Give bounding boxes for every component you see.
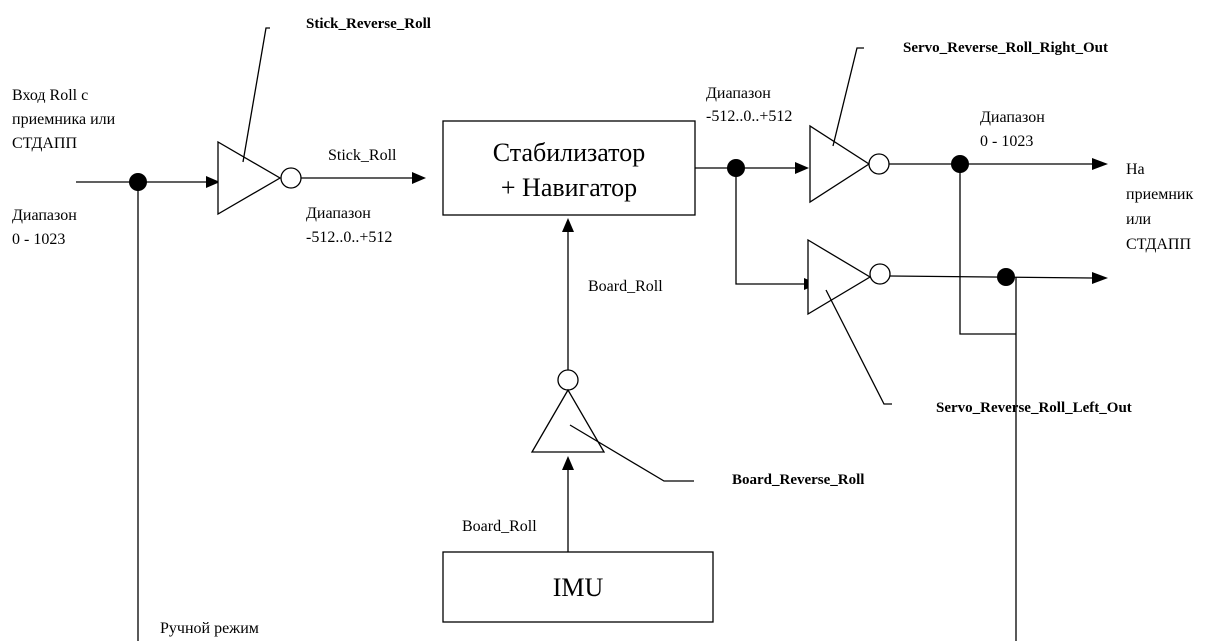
out2-range-line2: 0 - 1023 bbox=[980, 133, 1033, 150]
input-range-line2: 0 - 1023 bbox=[12, 231, 65, 248]
servo-left-inverter bbox=[807, 238, 872, 316]
servo-right-leader bbox=[832, 47, 864, 147]
board-roll-lower-label: Board_Roll bbox=[462, 518, 537, 535]
input-label-line2: приемника или bbox=[12, 111, 116, 128]
servo-right-inverter-bubble bbox=[868, 153, 890, 175]
stick-roll-arrow bbox=[412, 172, 426, 184]
input-arrow bbox=[206, 176, 220, 188]
stick-reverse-leader bbox=[242, 27, 270, 163]
board-roll-upper-arrow bbox=[562, 218, 574, 232]
manual-mode-label: Ручной режим bbox=[160, 620, 259, 637]
stabilizer-label-line2: + Навигатор bbox=[501, 173, 637, 202]
stabilizer-navigator-box bbox=[442, 120, 696, 216]
output-label-line1: На bbox=[1126, 161, 1145, 178]
board-reverse-leader bbox=[569, 424, 694, 482]
right-output-arrow bbox=[1092, 158, 1108, 170]
out1-range-line2: -512..0..+512 bbox=[706, 108, 792, 125]
servo-right-inverter bbox=[809, 124, 871, 204]
imu-box bbox=[442, 551, 714, 623]
left-output-arrow bbox=[1092, 272, 1108, 284]
stick-roll-label: Stick_Roll bbox=[328, 147, 397, 164]
out2-range-line1: Диапазон bbox=[980, 109, 1045, 126]
servo-left-label: Servo_Reverse_Roll_Left_Out bbox=[936, 400, 1132, 416]
servo-left-leader bbox=[825, 289, 892, 405]
output-label-line2: приемник bbox=[1126, 186, 1193, 203]
stick-range-line1: Диапазон bbox=[306, 205, 371, 222]
board-reverse-inverter bbox=[530, 388, 606, 453]
board-reverse-roll-label: Board_Reverse_Roll bbox=[732, 472, 864, 488]
out1-range-line1: Диапазон bbox=[706, 85, 771, 102]
stabilizer-label-line1: Стабилизатор bbox=[493, 138, 645, 167]
stick-reverse-inverter-bubble bbox=[280, 167, 302, 189]
input-range-line1: Диапазон bbox=[12, 207, 77, 224]
servo-left-inverter-bubble bbox=[869, 263, 891, 285]
input-label-line1: Вход Roll с bbox=[12, 87, 88, 104]
right-inverter-arrow bbox=[795, 162, 809, 174]
left-output-junction-dot bbox=[997, 268, 1015, 286]
output-label-line4: СТДАПП bbox=[1126, 236, 1191, 253]
output-label-line3: или bbox=[1126, 211, 1152, 228]
imu-label: IMU bbox=[553, 573, 604, 602]
stick-range-line2: -512..0..+512 bbox=[306, 229, 392, 246]
stick-reverse-inverter bbox=[217, 140, 282, 216]
left-output-wire bbox=[889, 275, 1093, 279]
board-roll-lower-arrow bbox=[562, 456, 574, 470]
board-roll-upper-label: Board_Roll bbox=[588, 278, 663, 295]
stick-reverse-roll-label: Stick_Reverse_Roll bbox=[306, 16, 431, 32]
left-branch-wire bbox=[735, 168, 806, 285]
right-output-tap-wire bbox=[959, 164, 1016, 335]
input-label-line3: СТДАПП bbox=[12, 135, 77, 152]
board-reverse-inverter-bubble bbox=[557, 369, 579, 391]
servo-right-label: Servo_Reverse_Roll_Right_Out bbox=[903, 40, 1108, 56]
